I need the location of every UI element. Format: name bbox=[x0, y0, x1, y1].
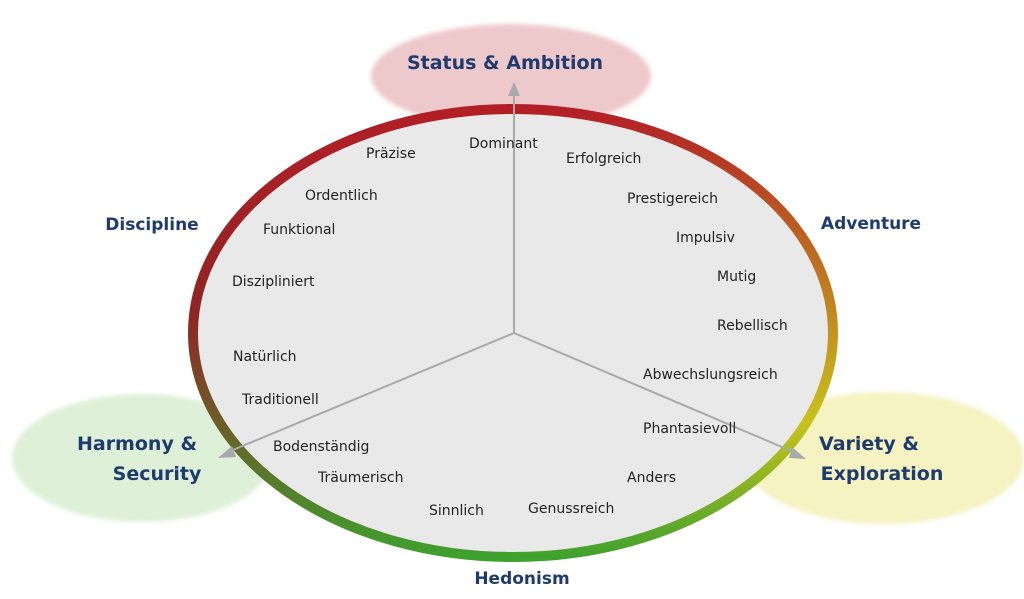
word-dominant: Dominant bbox=[469, 136, 538, 152]
word-genussreich: Genussreich bbox=[528, 501, 614, 517]
word-prestigereich: Prestigereich bbox=[627, 191, 718, 207]
pole-harmony-line1: Harmony & bbox=[77, 433, 197, 455]
variety-blob bbox=[744, 392, 1024, 524]
word-anders: Anders bbox=[627, 470, 676, 486]
word-phantasievoll: Phantasievoll bbox=[643, 421, 736, 437]
word-ordentlich: Ordentlich bbox=[305, 188, 378, 204]
axis-lines bbox=[218, 82, 806, 459]
harmony-blob bbox=[12, 394, 272, 522]
word-bodenstaendig: Bodenständig bbox=[273, 439, 369, 455]
pole-hedonism: Hedonism bbox=[474, 569, 569, 589]
word-natuerlich: Natürlich bbox=[233, 349, 297, 365]
pole-variety-line1: Variety & bbox=[819, 433, 919, 455]
ring-left-half bbox=[188, 104, 514, 562]
word-traeumerisch: Träumerisch bbox=[317, 470, 403, 486]
word-funktional: Funktional bbox=[263, 222, 335, 238]
pole-status: Status & Ambition bbox=[407, 52, 603, 74]
axis-down-right bbox=[513, 332, 797, 454]
word-rebellisch: Rebellisch bbox=[717, 318, 788, 334]
pole-adventure: Adventure bbox=[821, 214, 921, 234]
axis-down-left bbox=[227, 332, 515, 453]
ring-right-half bbox=[512, 104, 838, 562]
word-mutig: Mutig bbox=[717, 269, 756, 285]
pole-variety-line2: Exploration bbox=[821, 463, 944, 485]
word-traditionell: Traditionell bbox=[241, 392, 319, 408]
word-erfolgreich: Erfolgreich bbox=[566, 151, 641, 167]
axis-up-arrowhead bbox=[508, 82, 520, 96]
word-abwechslungsreich: Abwechslungsreich bbox=[643, 367, 778, 383]
pole-discipline: Discipline bbox=[105, 215, 198, 235]
word-praezise: Präzise bbox=[366, 146, 416, 162]
word-diszipliniert: Diszipliniert bbox=[232, 274, 315, 290]
axis-down-right-arrowhead bbox=[789, 447, 806, 459]
pole-harmony-line2: Security bbox=[113, 463, 202, 485]
status-blob bbox=[371, 24, 651, 128]
word-impulsiv: Impulsiv bbox=[676, 230, 735, 246]
axis-down-left-arrowhead bbox=[218, 446, 236, 458]
word-sinnlich: Sinnlich bbox=[429, 503, 484, 519]
